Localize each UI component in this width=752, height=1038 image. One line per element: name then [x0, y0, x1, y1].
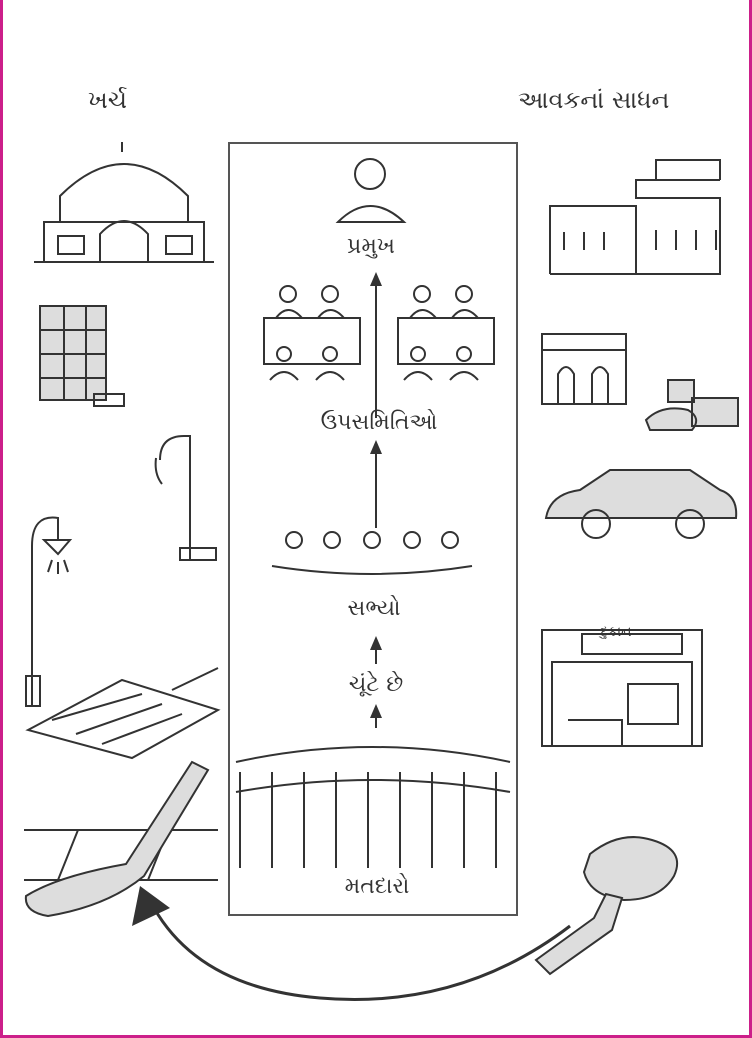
members-icon	[268, 524, 476, 574]
upward-arrow-icon	[368, 704, 384, 730]
voters-crowd-icon	[232, 732, 514, 872]
president-icon	[330, 152, 412, 234]
president-label: પ્રમુખ	[336, 234, 406, 259]
vehicle-icon	[540, 464, 740, 544]
town-hall-icon	[30, 138, 218, 266]
gate-icon	[536, 326, 632, 410]
water-tap-icon	[140, 430, 220, 570]
upward-arrow-icon	[368, 272, 384, 420]
income-sources-heading: આવકનાં સાધન	[518, 86, 669, 114]
subcommittee-left-icon	[258, 280, 368, 386]
shop-icon	[538, 624, 706, 752]
drainage-icon	[22, 660, 222, 760]
flow-arrow-icon	[120, 878, 580, 1018]
members-label: સભ્યો	[334, 596, 414, 621]
octroi-building-icon	[544, 150, 724, 280]
subcommittees-label: ઉપસમિતિઓ	[304, 410, 454, 435]
goods-icon	[642, 374, 742, 434]
school-icon	[34, 300, 126, 410]
expenses-heading: ખર્ચ	[88, 86, 127, 114]
upward-arrow-icon	[368, 440, 384, 530]
elect-label: ચૂંટે છે	[326, 672, 426, 697]
upward-arrow-icon	[368, 636, 384, 666]
shop-sign-label: દુકાન	[600, 624, 632, 640]
subcommittee-right-icon	[392, 280, 502, 386]
